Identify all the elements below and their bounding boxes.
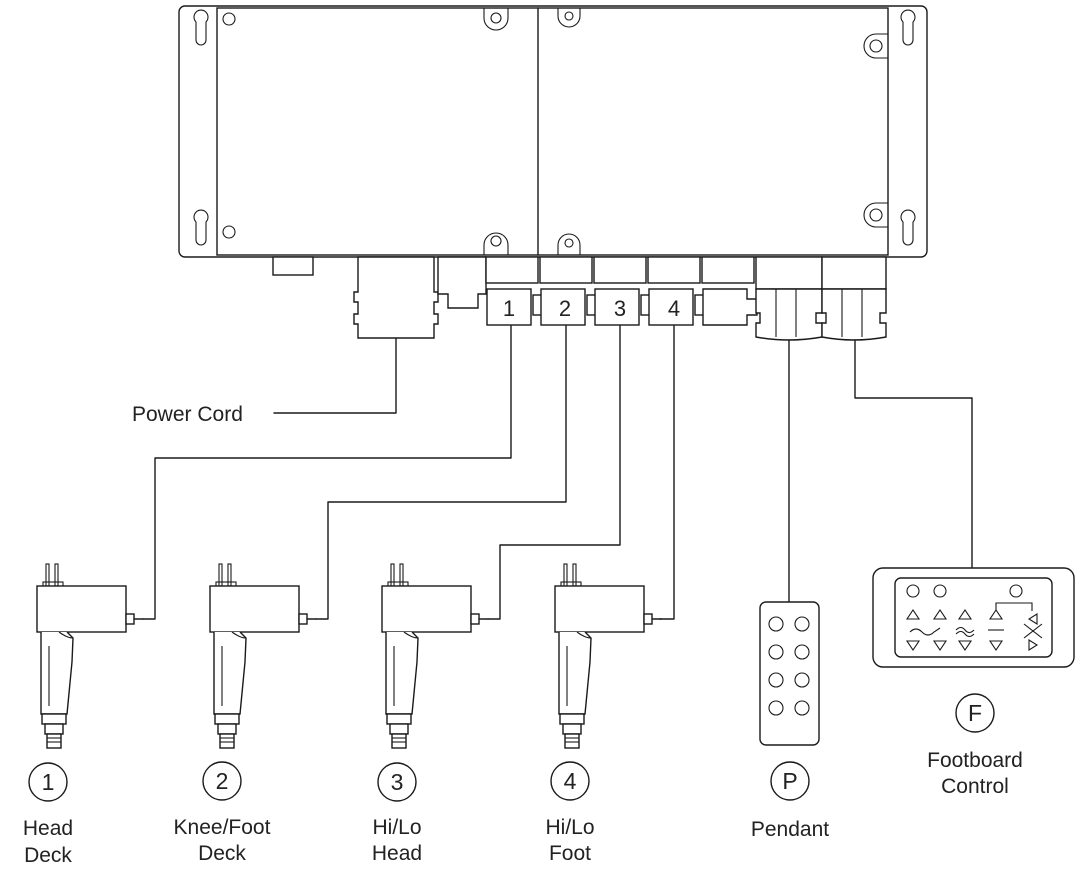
callout-pendant-letter: P: [782, 768, 797, 794]
label-knee-foot-deck-line2: Deck: [198, 842, 246, 865]
cables: [142, 325, 973, 620]
cable-1: [142, 325, 512, 620]
footboard-control-device: [872, 567, 1075, 668]
port-label-4: 4: [668, 296, 680, 321]
cable-3: [487, 325, 621, 620]
label-hilo-head-line2: Head: [372, 842, 422, 865]
actuator-3-hilo-head: [381, 563, 489, 749]
callout-2-number: 2: [216, 768, 229, 794]
callout-footboard: F: [955, 693, 995, 733]
callout-4-number: 4: [564, 768, 577, 794]
callout-1: 1: [28, 762, 68, 802]
callout-4: 4: [550, 761, 590, 801]
actuator-2-knee-foot-deck: [209, 563, 317, 749]
label-pendant: Pendant: [751, 818, 829, 841]
cable-2: [315, 325, 567, 620]
callout-pendant: P: [770, 761, 810, 801]
callout-2: 2: [202, 761, 242, 801]
cable-footboard: [854, 339, 973, 569]
actuator-1-head-deck: [36, 563, 144, 749]
cable-4: [659, 325, 675, 620]
actuator-4-hilo-foot: [554, 563, 662, 749]
port-label-3: 3: [614, 296, 626, 321]
label-knee-foot-deck-line1: Knee/Foot: [174, 816, 271, 839]
label-hilo-foot-line2: Foot: [549, 842, 591, 865]
callout-footboard-letter: F: [968, 700, 982, 726]
callout-1-number: 1: [42, 769, 55, 795]
power-cord-line: [273, 338, 397, 414]
control-box: [178, 5, 928, 341]
label-hilo-foot-line1: Hi/Lo: [545, 816, 594, 839]
label-head-deck-line2: Deck: [24, 844, 72, 867]
callout-3: 3: [377, 762, 417, 802]
pendant-device: [759, 601, 820, 746]
label-footboard-line1: Footboard: [927, 749, 1023, 772]
port-label-2: 2: [559, 296, 571, 321]
label-head-deck-line1: Head: [23, 817, 73, 840]
power-cord-label: Power Cord: [132, 403, 243, 426]
callout-3-number: 3: [391, 769, 404, 795]
label-hilo-head-line1: Hi/Lo: [372, 816, 421, 839]
label-footboard-line2: Control: [941, 775, 1009, 798]
port-label-1: 1: [503, 296, 515, 321]
